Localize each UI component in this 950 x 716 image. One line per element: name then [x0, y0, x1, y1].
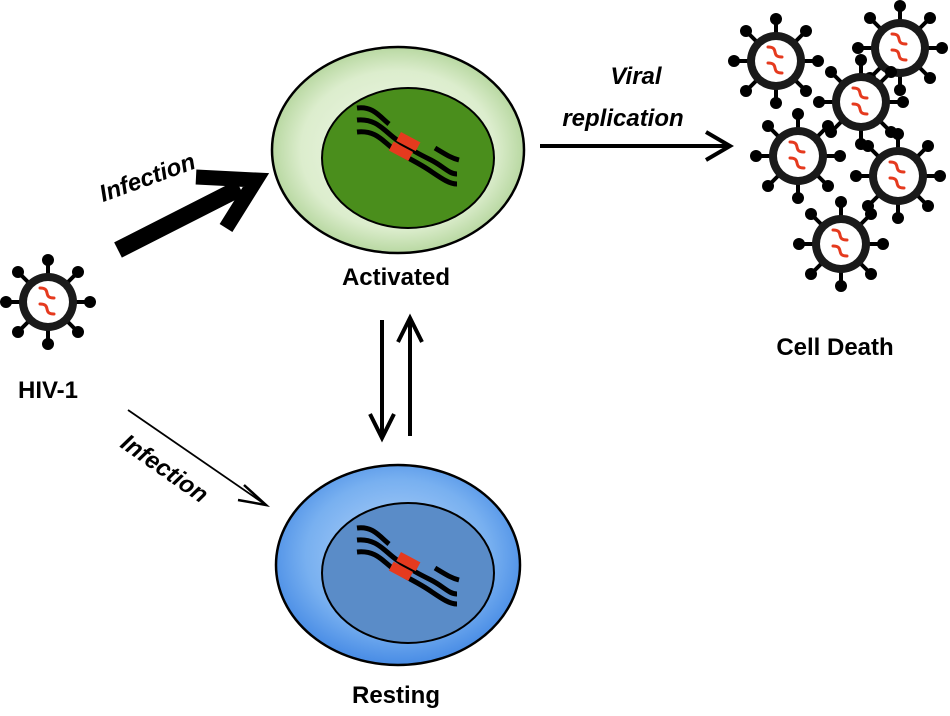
infection-label-top: Infection	[96, 148, 199, 208]
infection-arrow-resting	[127, 409, 271, 507]
hiv-virion-icon	[726, 11, 826, 111]
hiv-virion-icon	[748, 106, 848, 206]
infection-arrow-activated	[114, 169, 270, 258]
infection-label-bottom: Infection	[116, 429, 213, 508]
activated-label: Activated	[342, 264, 450, 291]
activated-cell	[270, 45, 526, 255]
virion-cluster	[726, 0, 950, 294]
cell-death-label: Cell Death	[776, 334, 893, 361]
hiv-virion-icon	[791, 194, 891, 294]
hiv-label: HIV-1	[18, 377, 78, 404]
viral-replication-arrow	[540, 130, 734, 162]
viral-replication-label-line2: replication	[562, 105, 683, 132]
hiv-virion-icon	[0, 252, 98, 352]
viral-replication-label-line1: Viral	[610, 63, 662, 90]
resting-cell	[274, 463, 522, 667]
hiv-virion-icon	[848, 126, 948, 226]
resting-label: Resting	[352, 682, 440, 709]
transition-arrows	[368, 313, 424, 443]
